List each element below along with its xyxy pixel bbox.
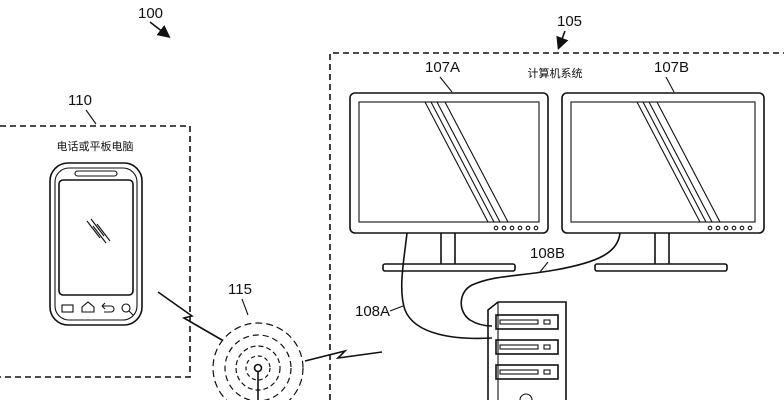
computer-system-box: 105 计算机系统	[329, 13, 784, 400]
tower-case	[487, 301, 567, 400]
figure-ref-label: 100	[138, 5, 163, 22]
wireless-ref-label: 115	[228, 281, 252, 298]
monitor-a-base	[382, 263, 516, 272]
cable-a	[400, 232, 493, 340]
wireless-wave-3	[224, 334, 292, 400]
monitor-icon: 107B	[561, 59, 765, 272]
tower-drive-bay-1	[495, 314, 559, 330]
cable-b-ref-label: 108B	[530, 245, 565, 262]
lightning-link-icon	[157, 291, 223, 341]
wireless-signal-icon: 115	[212, 281, 304, 400]
monitor-b-base	[594, 263, 728, 272]
monitor-b-ref-label: 107B	[654, 59, 689, 76]
phone-screen	[58, 179, 134, 296]
wireless-wave-1	[245, 355, 271, 381]
monitor-a-control-dots	[493, 225, 539, 231]
tower-drive-bay-2	[495, 339, 559, 355]
computer-system-ref-arrow	[556, 30, 569, 50]
cable-b	[460, 232, 621, 327]
monitor-b-neck	[654, 233, 670, 264]
phone-screen-glare	[86, 218, 111, 244]
figure-ref-arrow	[149, 21, 171, 38]
monitor-b-bezel	[561, 92, 765, 234]
monitor-a-leader-line	[439, 76, 453, 93]
device-caption: 电话或平板电脑	[57, 139, 134, 153]
lightning-link-icon	[304, 349, 383, 362]
computer-system-boundary	[329, 52, 784, 400]
cable-b-leader-line	[539, 261, 549, 273]
monitor-b-leader-line	[665, 76, 675, 93]
tower-power-button	[519, 393, 533, 400]
monitor-a-glare-lines	[424, 101, 509, 223]
device-ref-leader-line	[85, 109, 97, 125]
computer-system-ref-label: 105	[557, 13, 582, 30]
monitor-b-screen	[570, 101, 756, 223]
phone-search-key-icon	[121, 303, 131, 313]
monitor-b-glare-lines	[636, 101, 721, 223]
smartphone-icon	[49, 162, 143, 326]
phone-speaker	[74, 170, 118, 177]
monitor-a-ref-label: 107A	[425, 59, 460, 76]
figure-ref-group: 100	[138, 5, 171, 38]
cable-a-leader-line	[389, 305, 404, 312]
monitor-a-neck	[440, 233, 456, 264]
tower-drive-bay-3	[495, 364, 559, 380]
phone-back-key-icon	[101, 302, 115, 313]
computer-tower-icon	[487, 301, 567, 400]
phone-body	[49, 162, 143, 326]
monitor-a-bezel	[349, 92, 549, 234]
device-box: 110 电话或平板电脑	[0, 92, 191, 378]
wireless-ref-leader-line	[241, 298, 249, 316]
monitor-b-control-dots	[707, 225, 753, 231]
cable-a-ref-label: 108A	[355, 303, 390, 320]
computer-wireless-link	[304, 349, 383, 362]
device-boundary	[0, 125, 191, 378]
phone-inner-edge	[54, 167, 138, 321]
monitor-icon: 107A	[349, 59, 549, 272]
cables-group: 108A 108B	[355, 232, 621, 340]
device-ref-label: 110	[68, 92, 92, 109]
monitor-a-screen	[358, 101, 540, 223]
antenna-tip	[253, 363, 263, 373]
wireless-wave-4	[212, 322, 304, 400]
phone-wireless-link	[157, 291, 223, 341]
phone-menu-key-icon	[61, 304, 74, 313]
phone-home-key-icon	[81, 301, 95, 313]
computer-system-caption: 计算机系统	[528, 66, 583, 80]
